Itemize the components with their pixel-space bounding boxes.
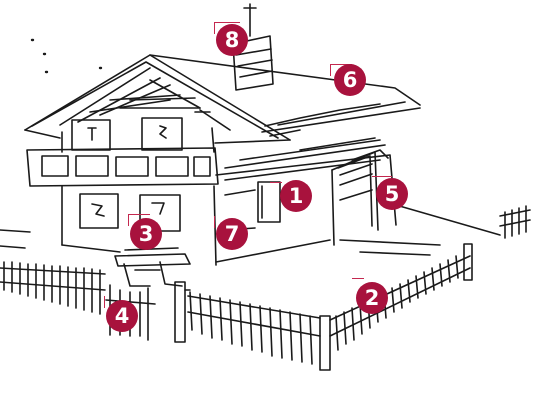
marker-3-tick: [128, 214, 150, 215]
marker-4-tick: [104, 296, 105, 308]
marker-2[interactable]: 2: [356, 282, 388, 314]
entrance: [115, 248, 190, 286]
fence-far-right: [500, 206, 530, 238]
sketch-dots: [32, 40, 101, 72]
marker-1-tick: [270, 182, 282, 183]
marker-7-tick: [214, 216, 215, 228]
marker-7[interactable]: 7: [216, 218, 248, 250]
ground-lines: [0, 205, 500, 255]
marker-5-tick: [372, 176, 392, 177]
fence-front: [188, 292, 330, 370]
marker-6[interactable]: 6: [334, 64, 366, 96]
marker-2-label: 2: [365, 286, 380, 310]
upper-floor: [62, 98, 214, 152]
marker-6-tick-v: [330, 64, 331, 76]
balcony: [27, 148, 218, 186]
marker-3-label: 3: [139, 222, 154, 246]
marker-4[interactable]: 4: [106, 300, 138, 332]
marker-8-tick: [214, 22, 240, 23]
marker-6-label: 6: [343, 68, 358, 92]
marker-1[interactable]: 1: [280, 180, 312, 212]
marker-7-label: 7: [225, 222, 240, 246]
fence-right: [330, 244, 472, 350]
marker-8-label: 8: [225, 28, 240, 52]
side-roof: [262, 102, 420, 136]
fence-left: [0, 262, 105, 314]
marker-1-label: 1: [289, 184, 304, 208]
marker-2-tick: [352, 278, 364, 279]
marker-3-tick-v: [128, 214, 129, 226]
marker-4-label: 4: [115, 304, 130, 328]
marker-5[interactable]: 5: [376, 178, 408, 210]
marker-8[interactable]: 8: [216, 24, 248, 56]
marker-5-label: 5: [385, 182, 400, 206]
marker-8-tick-v: [214, 22, 215, 34]
marker-3[interactable]: 3: [130, 218, 162, 250]
